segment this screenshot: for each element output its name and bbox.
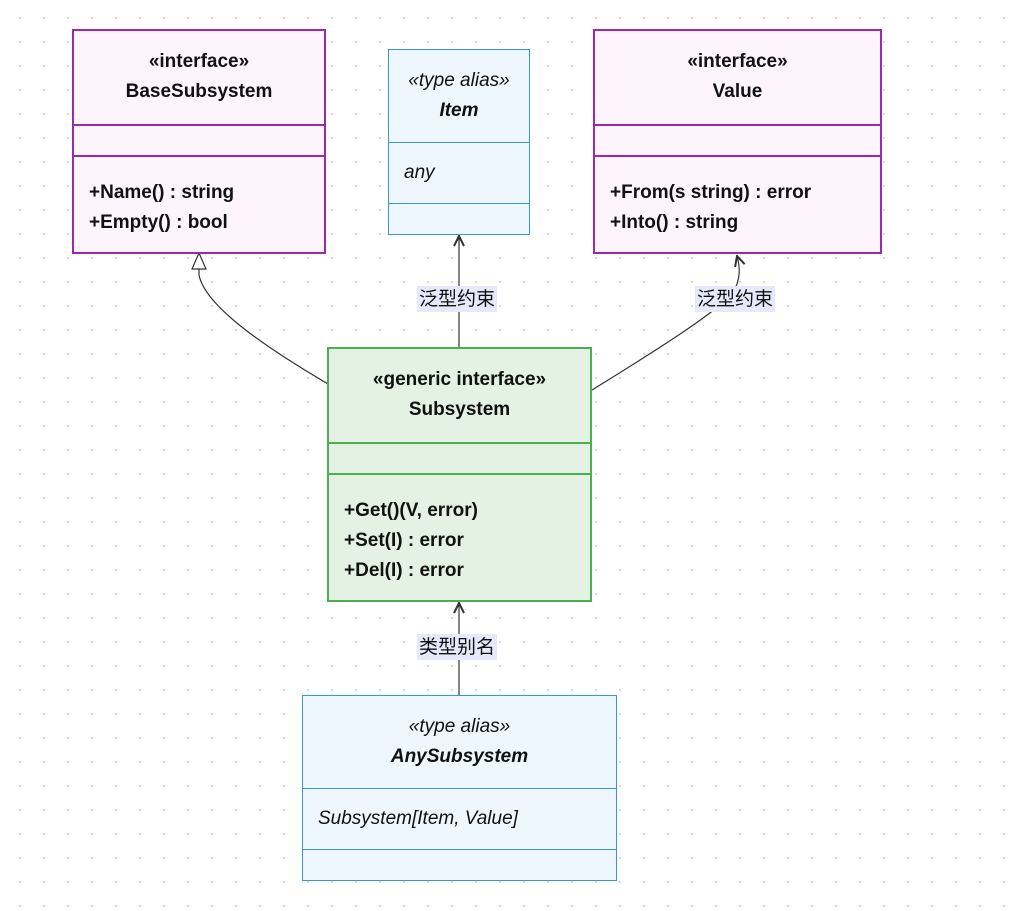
fields-section — [595, 124, 880, 155]
method: +Name() : string — [89, 182, 235, 203]
class-name: BaseSubsystem — [125, 81, 273, 102]
method: +Empty() : bool — [89, 212, 228, 233]
class-any-subsystem: «type alias» AnySubsystem Subsystem[Item… — [302, 695, 617, 881]
edge-label-constraint-value: 泛型约束 — [695, 286, 776, 312]
class-header: «type alias» AnySubsystem — [303, 696, 616, 788]
class-name: Subsystem — [408, 399, 511, 420]
method: +Into() : string — [610, 212, 739, 233]
class-item: «type alias» Item any — [388, 49, 530, 235]
stereotype: «type alias» — [408, 70, 510, 91]
field: Subsystem[Item, Value] — [318, 808, 518, 829]
class-header: «type alias» Item — [389, 50, 529, 142]
methods-section: +Get()(V, error) +Set(I) : error +Del(I)… — [329, 473, 590, 602]
class-name: AnySubsystem — [390, 746, 529, 767]
fields-section: Subsystem[Item, Value] — [303, 788, 616, 849]
class-value: «interface» Value +From(s string) : erro… — [593, 29, 882, 254]
edge-inheritance-base-subsystem — [199, 253, 329, 385]
stereotype: «type alias» — [408, 716, 511, 737]
class-header: «interface» Value — [595, 31, 880, 124]
class-name: Value — [712, 81, 763, 102]
class-subsystem: «generic interface» Subsystem +Get()(V, … — [327, 347, 592, 602]
class-header: «generic interface» Subsystem — [329, 349, 590, 442]
edge-constraint-value — [591, 256, 739, 391]
edge-label-type-alias: 类型别名 — [417, 634, 498, 660]
class-header: «interface» BaseSubsystem — [74, 31, 324, 124]
methods-section — [389, 203, 529, 235]
method: +From(s string) : error — [610, 182, 812, 203]
method: +Del(I) : error — [344, 560, 464, 581]
methods-section: +Name() : string +Empty() : bool — [74, 155, 324, 254]
stereotype: «interface» — [687, 51, 788, 72]
class-base-subsystem: «interface» BaseSubsystem +Name() : stri… — [72, 29, 326, 254]
fields-section — [74, 124, 324, 155]
stereotype: «generic interface» — [372, 369, 547, 390]
class-name: Item — [439, 100, 479, 121]
fields-section — [329, 442, 590, 473]
field: any — [404, 162, 435, 183]
methods-section — [303, 849, 616, 881]
stereotype: «interface» — [148, 51, 250, 72]
fields-section: any — [389, 142, 529, 203]
method: +Get()(V, error) — [344, 500, 478, 521]
method: +Set(I) : error — [344, 530, 464, 551]
methods-section: +From(s string) : error +Into() : string — [595, 155, 880, 254]
edge-label-constraint-item: 泛型约束 — [417, 286, 498, 312]
